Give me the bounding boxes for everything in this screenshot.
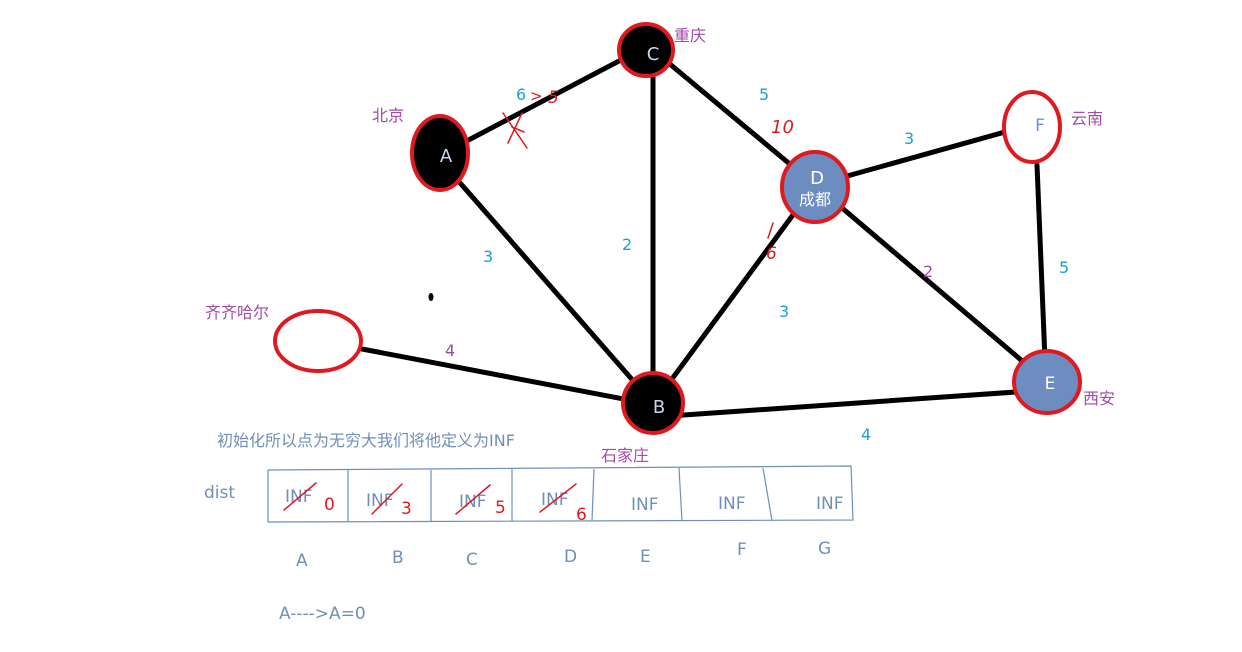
weight-a-c: 6: [516, 85, 526, 104]
dist-table-border: [267, 465, 854, 523]
node-a: [410, 114, 470, 192]
weight-c-b: 2: [622, 235, 632, 254]
node-b: [621, 371, 685, 435]
col-label-f: F: [737, 540, 747, 560]
dist-cell-b-old: INF: [366, 491, 394, 511]
weight-a-b: 3: [483, 247, 493, 266]
node-d-city: 成都: [799, 190, 831, 209]
node-f-letter: F: [1035, 116, 1045, 136]
edge-f-e: [1034, 162, 1048, 363]
node-d-letter: D: [810, 168, 824, 189]
footer-formula: A---->A=0: [279, 604, 366, 624]
dist-divider: [762, 467, 773, 522]
strike-a: [283, 482, 317, 511]
node-c: [617, 22, 675, 78]
col-label-e: E: [640, 547, 651, 567]
strike-a-c: [502, 112, 528, 149]
edge-d-e: [812, 182, 1050, 385]
node-d: [780, 150, 850, 224]
stray-dot: [428, 293, 434, 301]
dist-cell-a-new: 0: [324, 495, 335, 515]
node-f: [1002, 90, 1062, 164]
city-label-chongqing: 重庆: [674, 26, 706, 45]
weight-c-d-update: 10: [771, 117, 794, 138]
weight-d-b: 3: [779, 302, 789, 321]
strike-b: [371, 483, 403, 515]
city-label-yunnan: 云南: [1071, 109, 1103, 128]
col-label-g: G: [818, 539, 831, 559]
edge-q-b: [359, 346, 658, 408]
dist-cell-c-old: INF: [459, 492, 487, 512]
weight-a-c-update: 5: [548, 88, 559, 108]
weight-a-c-arrow: >: [530, 87, 543, 105]
strike-d: [539, 483, 577, 513]
node-c-letter: C: [647, 44, 660, 65]
node-a-letter: A: [440, 146, 453, 167]
init-note: 初始化所以点为无穷大我们将他定义为INF: [217, 431, 515, 450]
dist-divider: [591, 468, 595, 522]
city-label-shijiazhuang: 石家庄: [601, 446, 649, 465]
weight-q-b: 4: [445, 341, 455, 360]
node-e-letter: E: [1045, 374, 1056, 394]
dist-table: [267, 465, 854, 523]
dist-cell-b-new: 3: [401, 499, 412, 519]
edge-c-d: [650, 47, 818, 188]
edge-b-e: [652, 387, 1048, 420]
city-label-beijing: 北京: [372, 106, 404, 125]
dist-cell-f-old: INF: [718, 494, 746, 514]
weight-c-d: 5: [759, 85, 769, 104]
weight-b-e: 4: [861, 425, 871, 444]
weight-f-e: 5: [1059, 258, 1069, 277]
city-label-xian: 西安: [1083, 389, 1115, 408]
strike-c: [455, 484, 491, 515]
edge-d-f: [812, 122, 1033, 188]
node-qiqihar: [273, 309, 363, 373]
col-label-d: D: [564, 547, 577, 567]
col-label-b: B: [392, 548, 404, 568]
node-b-letter: B: [653, 397, 665, 418]
weight-d-f: 3: [904, 129, 914, 148]
node-e: [1012, 349, 1082, 415]
edge-a-b: [437, 157, 653, 403]
city-label-qiqihar: 齐齐哈尔: [205, 303, 269, 322]
dist-cell-c-new: 5: [495, 498, 506, 518]
weight-d-b-update: 6: [766, 244, 777, 264]
col-label-c: C: [466, 550, 478, 570]
dist-cell-e-old: INF: [631, 495, 659, 515]
mark-d-b: [767, 222, 774, 239]
col-label-a: A: [296, 551, 308, 571]
edge-d-b: [652, 182, 818, 405]
edge-a-c: [437, 47, 643, 158]
dist-divider: [678, 467, 683, 522]
weight-d-e: 2: [923, 262, 933, 281]
dist-label: dist: [204, 483, 235, 503]
dist-cell-g-old: INF: [816, 494, 844, 514]
dist-cell-d-new: 6: [576, 505, 587, 525]
